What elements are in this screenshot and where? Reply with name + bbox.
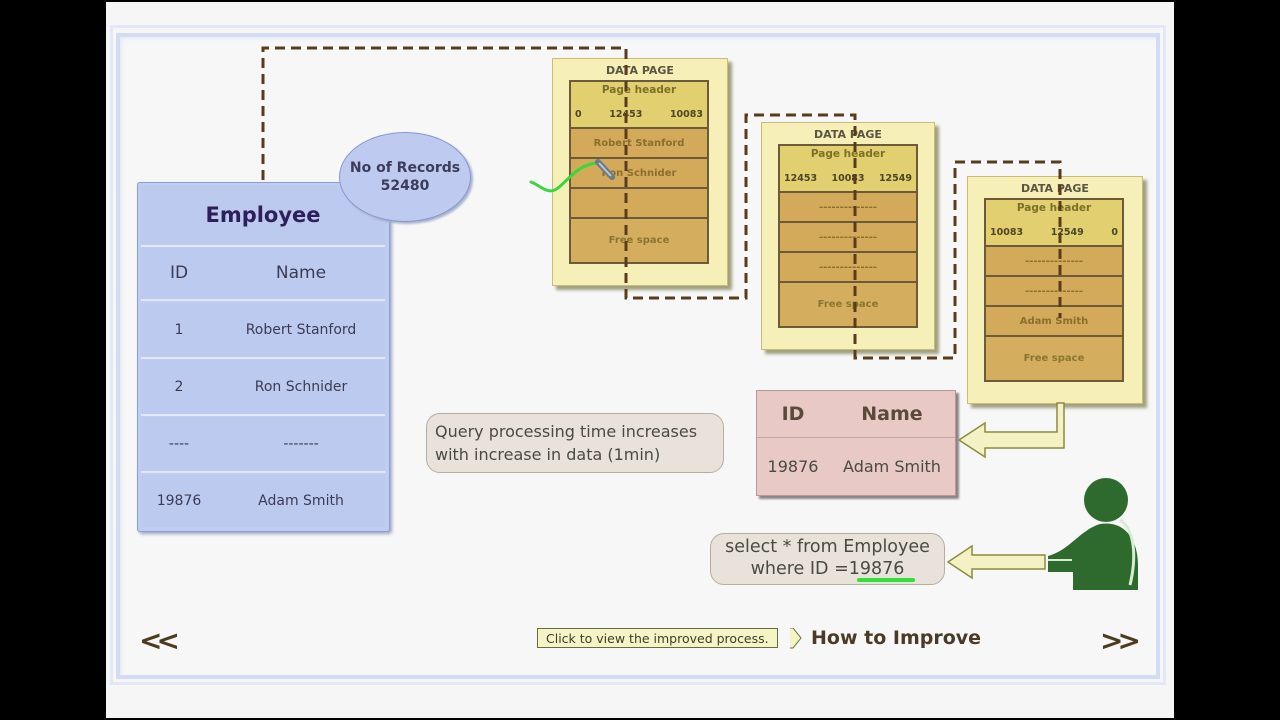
page-record: Adam Smith (986, 307, 1122, 337)
table-row: ---- ------- (141, 417, 385, 473)
page-header-label: Page header (1016, 202, 1092, 214)
result-table: ID Name 19876 Adam Smith (756, 390, 956, 496)
query-where-prefix: where ID = (750, 559, 849, 579)
sql-query-bubble: select * from Employee where ID =19876 (710, 533, 945, 585)
page-record (571, 189, 707, 219)
page-header: Page header 12453 10083 12549 (780, 146, 916, 193)
page-header-label: Page header (810, 148, 886, 160)
query-line-2: where ID =19876 (711, 558, 944, 580)
page-free-space: Free space (986, 337, 1122, 380)
note-line-2: with increase in data (1min) (435, 445, 661, 464)
employee-table: Employee ID Name 1 Robert Stanford 2 Ron… (137, 182, 390, 532)
column-header-name: Name (275, 263, 327, 283)
cell-id: 19876 (156, 493, 202, 509)
data-page-body: Page header 0 12453 10083 Robert Stanfor… (569, 80, 709, 264)
pointer-value: 10083 (669, 109, 703, 120)
pointer-value: 0 (575, 109, 582, 120)
result-table-header: ID Name (757, 391, 955, 438)
page-header-pointers: 0 12453 10083 (575, 109, 703, 120)
result-header-name: Name (861, 403, 923, 425)
result-header-id: ID (781, 403, 805, 425)
cell-name: Adam Smith (258, 493, 344, 509)
data-page-body: Page header 10083 12549 0 --------------… (984, 198, 1124, 382)
how-to-improve-link[interactable]: How to Improve (811, 627, 982, 649)
pointer-value: 12453 (609, 109, 643, 120)
data-page-title: DATA PAGE (1021, 182, 1089, 195)
data-page-body: Page header 12453 10083 12549 ----------… (778, 144, 918, 328)
cell-id: 2 (174, 379, 184, 395)
table-row: 1 Robert Stanford (141, 303, 385, 359)
table-row: 19876 Adam Smith (141, 475, 385, 527)
cell-name: Ron Schnider (254, 379, 348, 395)
page-header: Page header 10083 12549 0 (986, 200, 1122, 247)
page-record: -------------- (780, 253, 916, 283)
page-record: Ron Schnider (571, 159, 707, 189)
records-label: No of Records (349, 160, 461, 176)
pointer-value: 12453 (784, 173, 818, 184)
note-line-1: Query processing time increases (435, 422, 698, 441)
query-id-value: 19876 (848, 559, 905, 579)
cell-id: ---- (168, 436, 190, 452)
slide-frame-outer (110, 25, 1166, 685)
page-header-pointers: 12453 10083 12549 (784, 173, 912, 184)
cell-id: 1 (174, 322, 184, 338)
pointer-value: 12549 (878, 173, 912, 184)
page-header: Page header 0 12453 10083 (571, 82, 707, 129)
previous-slide-button[interactable]: << (139, 624, 180, 657)
page-record: -------------- (986, 247, 1122, 277)
highlight-underline (857, 578, 915, 582)
data-page-title: DATA PAGE (606, 64, 674, 77)
tooltip-pointer-icon (790, 628, 802, 649)
pointer-value: 10083 (831, 173, 865, 184)
data-page-2: DATA PAGE Page header 12453 10083 12549 … (761, 122, 935, 350)
data-page-1: DATA PAGE Page header 0 12453 10083 Robe… (552, 58, 728, 286)
page-header-label: Page header (601, 84, 677, 96)
page-record: -------------- (986, 277, 1122, 307)
pointer-value: 12549 (1050, 227, 1084, 238)
improve-tooltip: Click to view the improved process. (537, 628, 778, 648)
page-record: -------------- (780, 223, 916, 253)
page-record: -------------- (780, 193, 916, 223)
result-row: 19876 Adam Smith (757, 441, 955, 491)
result-cell-id: 19876 (767, 456, 819, 476)
pointer-value: 10083 (990, 227, 1024, 238)
employee-table-header: ID Name (141, 247, 385, 301)
page-free-space: Free space (571, 219, 707, 262)
query-time-note: Query processing time increases with inc… (426, 413, 724, 473)
cell-name: Robert Stanford (245, 322, 357, 338)
cell-name: ------- (283, 436, 319, 452)
data-page-3: DATA PAGE Page header 10083 12549 0 ----… (967, 176, 1143, 404)
pointer-value: 0 (1111, 227, 1118, 238)
records-value: 52480 (380, 178, 430, 194)
result-cell-name: Adam Smith (843, 456, 941, 476)
column-header-id: ID (169, 263, 189, 283)
data-page-title: DATA PAGE (814, 128, 882, 141)
page-header-pointers: 10083 12549 0 (990, 227, 1118, 238)
page-record: Robert Stanford (571, 129, 707, 159)
table-row: 2 Ron Schnider (141, 360, 385, 416)
query-line-1: select * from Employee (725, 537, 930, 557)
next-slide-button[interactable]: >> (1100, 624, 1141, 657)
page-free-space: Free space (780, 283, 916, 326)
records-count-bubble: No of Records 52480 (339, 132, 471, 222)
